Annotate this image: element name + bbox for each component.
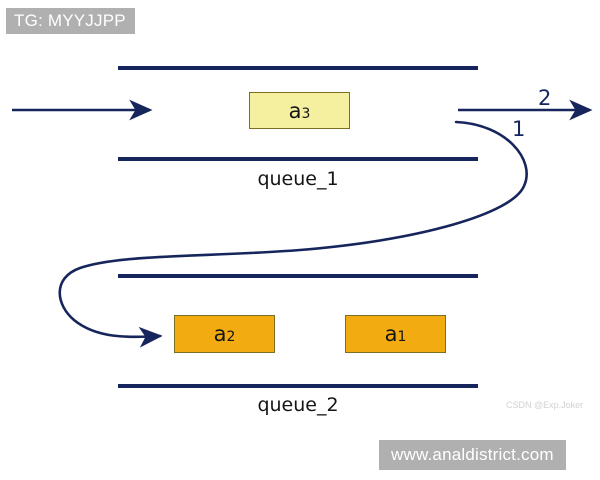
queue-element-a3-base: a <box>288 98 302 123</box>
queue-element-a1-subscript: 1 <box>397 329 407 345</box>
recycle-arrow <box>58 120 528 348</box>
queue-element-a2-subscript: 2 <box>226 329 236 345</box>
site-watermark-badge: www.analdistrict.com <box>379 440 566 470</box>
tg-badge: TG: MYYJJPP <box>6 8 135 34</box>
step-number-1: 1 <box>512 117 526 141</box>
queue-1-label: queue_1 <box>257 168 339 190</box>
queue-2-label: queue_2 <box>257 394 339 416</box>
queue-element-a1-base: a <box>384 322 398 346</box>
csdn-watermark: CSDN @Exp.Joker <box>506 400 584 410</box>
step-number-2: 2 <box>538 86 552 110</box>
queue-element-a3-subscript: 3 <box>301 105 311 122</box>
queue-element-a2-base: a <box>213 322 227 346</box>
